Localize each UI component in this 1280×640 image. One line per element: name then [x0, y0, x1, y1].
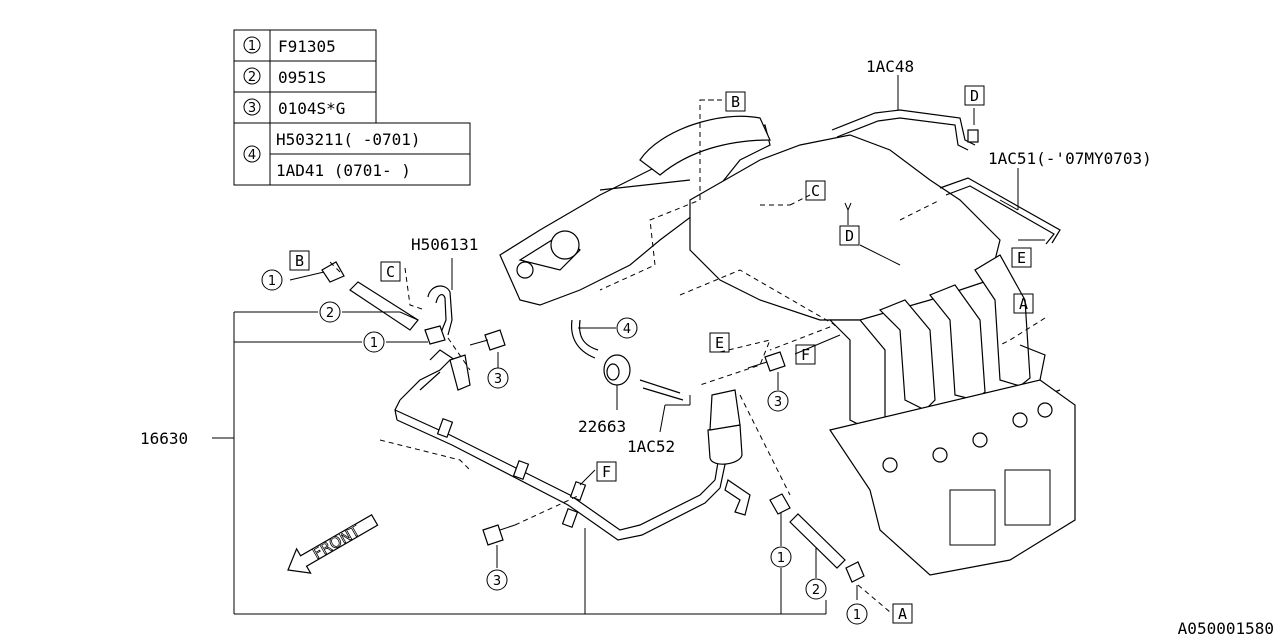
label-1ac51: 1AC51(-'07MY0703) [988, 149, 1152, 168]
ref-box-a-bottom: A [892, 603, 913, 624]
legend-part-4b: 1AD41 (0701- ) [276, 161, 411, 180]
legend-part-1: F91305 [278, 37, 336, 56]
callout-3-right: 3 [767, 390, 789, 412]
ref-box-d-mid: D [839, 225, 860, 246]
bolt-3-b [764, 351, 786, 372]
legend-num-3: 3 [248, 101, 256, 116]
svg-text:3: 3 [493, 574, 501, 589]
svg-text:1: 1 [853, 608, 861, 623]
svg-text:4: 4 [623, 322, 631, 337]
ref-e-mid: E [715, 334, 724, 352]
label-16630: 16630 [140, 429, 188, 448]
legend-num-4: 4 [248, 148, 256, 163]
legend-table: 1 2 3 4 F91305 0951S 0104S*G H503211( -0… [233, 29, 471, 186]
ref-box-e-top: E [1011, 247, 1032, 268]
legend-part-2: 0951S [278, 68, 326, 87]
ref-a-right: A [1019, 295, 1028, 313]
ref-box-c-top: C [805, 180, 826, 201]
svg-text:1: 1 [370, 336, 378, 351]
hose-1ac48 [831, 109, 979, 151]
ref-box-c-left: C [380, 261, 401, 282]
intake-manifold [499, 115, 1076, 576]
svg-text:3: 3 [774, 395, 782, 410]
bolt-3-a [484, 329, 506, 351]
ref-box-f-right: F [795, 344, 816, 365]
ref-box-b-top: B [725, 91, 746, 112]
ref-b-top: B [731, 93, 740, 111]
canister-assembly [394, 349, 751, 541]
ref-f-bottom: F [602, 463, 611, 481]
label-22663: 22663 [578, 417, 626, 436]
front-arrow-icon: FRONT [287, 513, 379, 574]
callout-1-left-mid: 1 [363, 331, 385, 353]
bracket-16630 [212, 311, 827, 615]
callout-3-upper: 3 [487, 367, 509, 389]
svg-text:3: 3 [494, 372, 502, 387]
label-1ac52: 1AC52 [627, 437, 675, 456]
ref-d-mid: D [845, 227, 854, 245]
ref-e-top: E [1017, 249, 1026, 267]
ref-b-left: B [295, 252, 304, 270]
callout-4: 4 [616, 317, 638, 339]
ref-c-top: C [811, 182, 820, 200]
ref-f-right: F [801, 346, 810, 364]
ref-a-bottom: A [898, 605, 907, 623]
callout-1-left-top: 1 [261, 269, 283, 291]
callout-2-bottom: 2 [805, 578, 827, 600]
svg-text:2: 2 [812, 583, 820, 598]
ref-box-b-left: B [289, 250, 310, 271]
label-1ac48: 1AC48 [866, 57, 914, 76]
legend-part-4a: H503211( -0701) [276, 130, 421, 149]
hose-1ac52 [639, 379, 681, 394]
clamp-1-left [424, 325, 446, 345]
callout-2-left: 2 [319, 301, 341, 323]
legend-num-2: 2 [248, 70, 256, 85]
hose-1ac51 [939, 177, 1061, 245]
ref-c-left: C [386, 263, 395, 281]
part-22663 [603, 354, 631, 386]
ref-d-top: D [970, 87, 979, 105]
legend-part-3: 0104S*G [278, 99, 345, 118]
bolt-3-c [482, 524, 504, 546]
diagram-id: A050001580 [1178, 619, 1274, 638]
callout-3-bottom: 3 [486, 569, 508, 591]
callout-1-bottom-right: 1 [846, 603, 868, 625]
label-h506131: H506131 [411, 235, 478, 254]
ref-box-f-bottom: F [596, 461, 617, 482]
callout-1-bottom: 1 [770, 546, 792, 568]
hose-4 [570, 319, 596, 359]
hose-2-right [769, 493, 865, 583]
svg-text:2: 2 [326, 306, 334, 321]
legend-num-1: 1 [248, 39, 256, 54]
ref-box-d-top: D [964, 85, 985, 106]
svg-text:1: 1 [777, 551, 785, 566]
svg-text:1: 1 [268, 274, 276, 289]
hose-h506131 [427, 285, 453, 336]
ref-box-e-mid: E [709, 332, 730, 353]
ref-box-a-right: A [1013, 293, 1034, 314]
front-label: FRONT [309, 521, 363, 563]
